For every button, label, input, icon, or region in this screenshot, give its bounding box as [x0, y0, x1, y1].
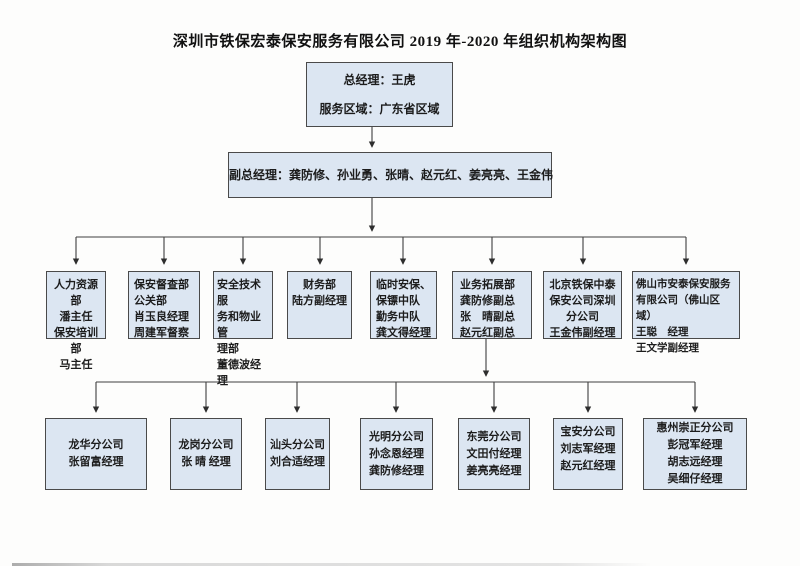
branch-text: 光明分公司 孙念恩经理 龚防修经理 [369, 430, 424, 477]
branch-box-baoan: 宝安分公司 刘志军经理 赵元红经理 [553, 418, 623, 490]
dept-text: 北京铁保中泰 保安公司深圳 分公司 王金伟副经理 [549, 279, 616, 339]
dept-box-beijing-shenzhen-branch: 北京铁保中泰 保安公司深圳 分公司 王金伟副经理 [543, 271, 622, 339]
dept-text: 财务部 陆方副经理 [292, 279, 347, 307]
general-manager-text: 总经理：王虎 服务区域：广东省区域 [319, 72, 440, 116]
branch-text: 龙华分公司 张留富经理 [68, 439, 124, 468]
page-title: 深圳市铁保宏泰保安服务有限公司 2019 年-2020 年组织机构架构图 [172, 34, 628, 50]
branch-box-huizhou-chongzheng: 惠州崇正分公司 彭冠军经理 胡志远经理 吴细仔经理 [643, 418, 747, 490]
branch-box-guangming: 光明分公司 孙念恩经理 龚防修经理 [360, 418, 433, 490]
deputy-managers-text: 副总经理：龚防修、孙业勇、张晴、赵元红、姜亮亮、王金伟 [229, 168, 554, 182]
branch-text: 龙岗分公司 张 晴 经理 [178, 439, 234, 468]
branch-text: 东莞分公司 文田付经理 姜亮亮经理 [466, 430, 522, 477]
branch-box-longgang: 龙岗分公司 张 晴 经理 [170, 418, 242, 490]
scan-edge-artifact [12, 563, 652, 566]
dept-box-foshan-company: 佛山市安泰保安服务 有限公司（佛山区域） 王聪 经理 王文学副经理 [632, 271, 740, 354]
branch-box-longhua: 龙华分公司 张留富经理 [45, 418, 147, 490]
dept-text: 人力资源部 潘主任 保安培训部 马主任 [54, 279, 98, 371]
dept-box-temp-security-squads: 临时安保、 保镖中队 勤务中队 龚文得经理 [370, 271, 437, 339]
dept-text: 安全技术服 务和物业管 理部 董德波经理 [217, 279, 261, 387]
dept-box-finance: 财务部 陆方副经理 [287, 271, 352, 339]
dept-text: 临时安保、 保镖中队 勤务中队 龚文得经理 [376, 279, 431, 339]
dept-box-tech-property: 安全技术服 务和物业管 理部 董德波经理 [213, 271, 273, 387]
deputy-managers-box: 副总经理：龚防修、孙业勇、张晴、赵元红、姜亮亮、王金伟 [228, 152, 554, 198]
dept-box-business-development: 业务拓展部 龚防修副总 张 晴副总 赵元红副总 [452, 271, 532, 339]
dept-box-hr-training: 人力资源部 潘主任 保安培训部 马主任 [46, 271, 106, 371]
dept-text: 佛山市安泰保安服务 有限公司（佛山区域） 王聪 经理 王文学副经理 [636, 279, 731, 354]
branch-box-shantou: 汕头分公司 刘合适经理 [265, 418, 330, 490]
branch-box-dongguan: 东莞分公司 文田付经理 姜亮亮经理 [458, 418, 530, 490]
dept-box-supervision-pr: 保安督查部 公关部 肖玉良经理 周建军督察 [128, 271, 200, 339]
dept-text: 保安督查部 公关部 肖玉良经理 周建军督察 [134, 279, 189, 339]
dept-text: 业务拓展部 龚防修副总 张 晴副总 赵元红副总 [460, 279, 515, 339]
branch-text: 宝安分公司 刘志军经理 赵元红经理 [560, 426, 616, 472]
general-manager-box: 总经理：王虎 服务区域：广东省区域 [306, 62, 453, 127]
branch-text: 惠州崇正分公司 彭冠军经理 胡志远经理 吴细仔经理 [656, 422, 734, 485]
branch-text: 汕头分公司 刘合适经理 [270, 439, 325, 468]
